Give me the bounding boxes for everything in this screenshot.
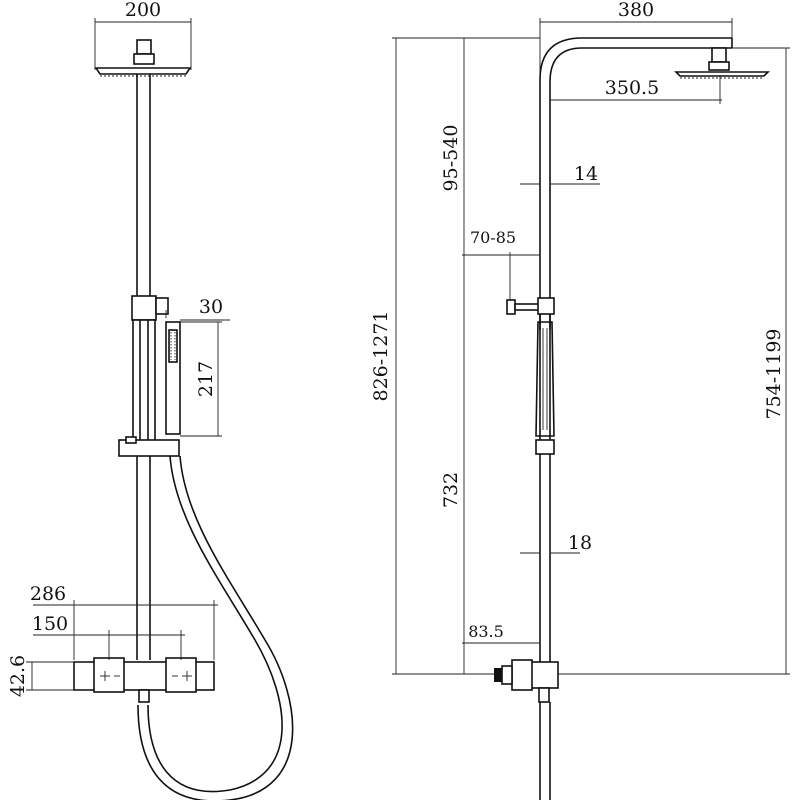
dim-pipe-diameter-bottom: 18 [520,532,592,554]
head-offset-label: 350.5 [605,77,659,99]
hose-front [137,455,294,800]
valve-height-label: 42.6 [7,655,29,697]
rain-shower-head-side [674,47,770,79]
hand-shower-front [165,321,181,435]
total-height-label: 826-1271 [370,310,392,401]
valve-centres-outer-label: 286 [30,583,66,605]
dim-handshower-length: 217 [180,321,222,437]
dim-holder-offset: 70-85 [462,228,540,300]
handshower-length-label: 217 [195,361,217,397]
lower-slider-front [118,436,180,457]
valve-side [494,659,559,703]
head-width-label: 200 [125,0,161,21]
slider-holder-front [131,295,169,446]
valve-centres-inner-label: 150 [32,613,68,635]
dim-valve-centres-inner: 150 [32,613,185,660]
side-view: 826-1271 95-540 732 380 [370,0,790,800]
thermostatic-valve-front [73,657,215,703]
dim-pipe-diameter-top: 14 [520,163,600,185]
dim-top-height: 95-540 [440,38,465,308]
pipe-diameter-top-label: 14 [574,163,598,185]
handshower-width-label: 30 [199,296,223,318]
dim-wall-offset: 83.5 [462,622,540,644]
dim-head-width: 200 [94,0,192,70]
pipe-diameter-bottom-label: 18 [568,532,592,554]
lower-height-label: 732 [440,472,462,508]
dim-total-height: 826-1271 [370,37,540,675]
top-height-label: 95-540 [440,125,462,192]
dim-valve-centres-outer: 286 [30,583,218,660]
holder-offset-label: 70-85 [470,228,516,247]
rain-shower-head-front [94,39,192,77]
dim-valve-height: 42.6 [7,655,90,697]
pipe-height-label: 754-1199 [763,328,785,419]
front-view: 200 [7,0,294,800]
lower-riser-side [535,314,555,666]
wall-offset-label: 83.5 [468,622,504,641]
dim-lower-height: 732 [440,308,465,674]
shower-arm-side [539,37,733,330]
dim-pipe-height: 754-1199 [558,47,790,675]
dim-head-offset: 350.5 [550,76,722,104]
hose-side [539,702,551,800]
holder-side [506,297,555,315]
arm-reach-label: 380 [618,0,654,21]
dim-handshower-width: 30 [165,296,230,321]
